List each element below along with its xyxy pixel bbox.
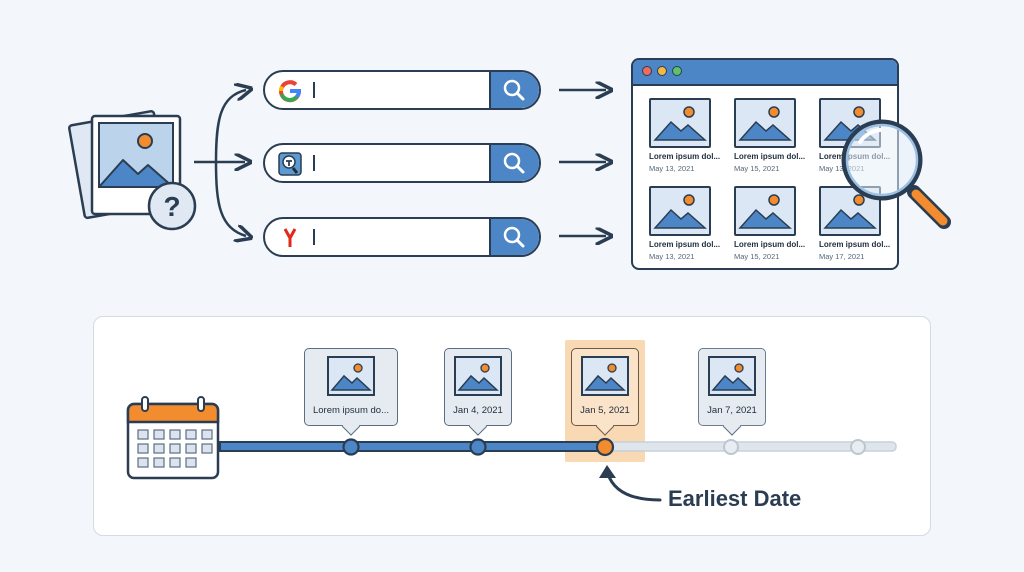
image-thumbnail-icon xyxy=(649,186,711,236)
timeline-card[interactable]: Jan 4, 2021 xyxy=(444,348,512,436)
google-search-bar[interactable] xyxy=(263,70,541,110)
minimize-dot[interactable] xyxy=(657,66,667,76)
search-icon xyxy=(503,226,525,248)
timeline-marker xyxy=(342,438,360,456)
search-button[interactable] xyxy=(489,145,539,181)
magnifying-glass-icon xyxy=(836,116,956,234)
calendar-icon xyxy=(126,396,222,482)
result-card[interactable]: Lorem ipsum dol... May 13, 2021 xyxy=(649,98,725,173)
search-icon xyxy=(503,79,525,101)
timeline-card[interactable]: Lorem ipsum do... xyxy=(304,348,398,436)
text-caret xyxy=(313,82,315,98)
result-date: May 13, 2021 xyxy=(649,252,695,261)
image-thumbnail-icon xyxy=(327,356,375,396)
result-date: May 15, 2021 xyxy=(734,252,780,261)
result-date: May 13, 2021 xyxy=(819,164,865,173)
yandex-icon xyxy=(277,226,303,250)
result-date: May 15, 2021 xyxy=(734,164,780,173)
timeline-marker xyxy=(723,439,739,455)
result-title: Lorem ipsum dol... xyxy=(819,240,891,249)
timeline-card-label: Jan 5, 2021 xyxy=(580,405,630,416)
image-thumbnail-icon xyxy=(734,186,796,236)
result-card[interactable]: Lorem ipsum dol... May 15, 2021 xyxy=(734,186,810,261)
question-mark-icon: ? xyxy=(146,180,198,232)
timeline-track xyxy=(210,430,910,464)
tineye-icon xyxy=(277,152,303,176)
earliest-date-label: Earliest Date xyxy=(668,486,802,511)
text-caret xyxy=(313,155,315,171)
search-button[interactable] xyxy=(489,72,539,108)
search-icon xyxy=(503,152,525,174)
timeline-card-label: Jan 7, 2021 xyxy=(707,405,757,416)
result-title: Lorem ipsum dol... xyxy=(649,240,721,249)
search-button[interactable] xyxy=(489,219,539,255)
maximize-dot[interactable] xyxy=(672,66,682,76)
earliest-pointer-arrow xyxy=(596,462,666,512)
image-thumbnail-icon xyxy=(649,98,711,148)
svg-text:?: ? xyxy=(163,191,180,222)
browser-title-bar xyxy=(633,60,897,86)
result-card[interactable]: Lorem ipsum dol... May 13, 2021 xyxy=(649,186,725,261)
close-dot[interactable] xyxy=(642,66,652,76)
image-thumbnail-icon xyxy=(734,98,796,148)
result-date: May 17, 2021 xyxy=(819,252,865,261)
timeline-card-label: Jan 4, 2021 xyxy=(453,405,503,416)
result-title: Lorem ipsum dol... xyxy=(734,240,806,249)
result-title: Lorem ipsum dol... xyxy=(734,152,806,161)
tineye-search-bar[interactable] xyxy=(263,143,541,183)
text-caret xyxy=(313,229,315,245)
image-thumbnail-icon xyxy=(454,356,502,396)
result-date: May 13, 2021 xyxy=(649,164,695,173)
google-icon xyxy=(277,79,303,103)
timeline-card-label: Lorem ipsum do... xyxy=(312,405,390,416)
result-card[interactable]: Lorem ipsum dol... May 15, 2021 xyxy=(734,98,810,173)
earliest-marker xyxy=(595,437,615,457)
timeline-panel xyxy=(93,316,931,536)
timeline-card[interactable]: Jan 7, 2021 xyxy=(698,348,766,436)
image-thumbnail-icon xyxy=(708,356,756,396)
timeline-marker xyxy=(469,438,487,456)
yandex-search-bar[interactable] xyxy=(263,217,541,257)
image-thumbnail-icon xyxy=(581,356,629,396)
result-title: Lorem ipsum dol... xyxy=(649,152,721,161)
result-card[interactable]: Lorem ipsum dol... May 17, 2021 xyxy=(819,186,895,261)
timeline-card-earliest[interactable]: Jan 5, 2021 xyxy=(571,348,639,436)
timeline-marker xyxy=(850,439,866,455)
